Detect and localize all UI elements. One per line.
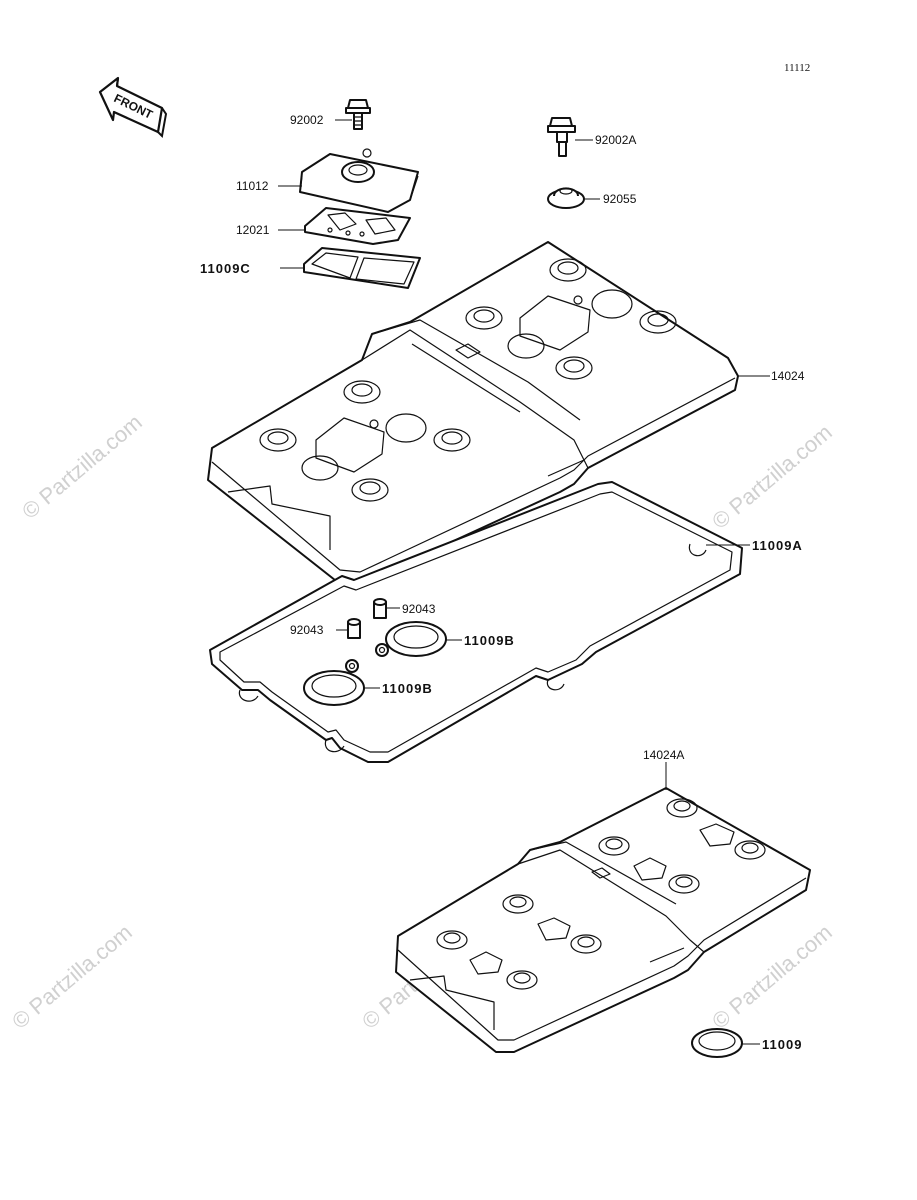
watermark-bottom-left: © Partzilla.com: [7, 919, 137, 1033]
label-92002: 92002: [290, 113, 324, 127]
dowel-92043-left: [347, 618, 361, 639]
label-11009C: 11009C: [200, 261, 251, 276]
cylinder-head-cover-14024A: [395, 787, 811, 1053]
seal-ring-11009B-upper: [375, 621, 447, 657]
label-11009B-upper: 11009B: [464, 633, 515, 648]
watermark-left: © Partzilla.com: [17, 409, 147, 523]
dowel-92043-right: [373, 598, 387, 619]
label-92055: 92055: [603, 192, 637, 206]
front-arrow-icon: FRONT: [98, 76, 168, 139]
diagram-id: 11112: [784, 62, 810, 74]
label-12021: 12021: [236, 223, 270, 237]
label-11009A: 11009A: [752, 538, 803, 553]
cap-plate-11012: [299, 148, 419, 213]
grommet-92055: [547, 187, 585, 209]
label-92002A: 92002A: [595, 133, 636, 147]
label-14024: 14024: [771, 369, 805, 383]
bolt-92002A: [547, 117, 576, 157]
bolt-92002: [345, 99, 371, 130]
gasket-11009C: [303, 247, 421, 289]
watermark-right: © Partzilla.com: [707, 419, 837, 533]
label-92043-right: 92043: [402, 602, 436, 616]
label-92043-left: 92043: [290, 623, 324, 637]
label-11012: 11012: [236, 179, 269, 193]
label-14024A: 14024A: [643, 748, 684, 762]
label-11009B-lower: 11009B: [382, 681, 433, 696]
label-11009: 11009: [762, 1037, 802, 1052]
seal-ring-11009: [691, 1028, 743, 1058]
plate-12021: [304, 207, 411, 245]
